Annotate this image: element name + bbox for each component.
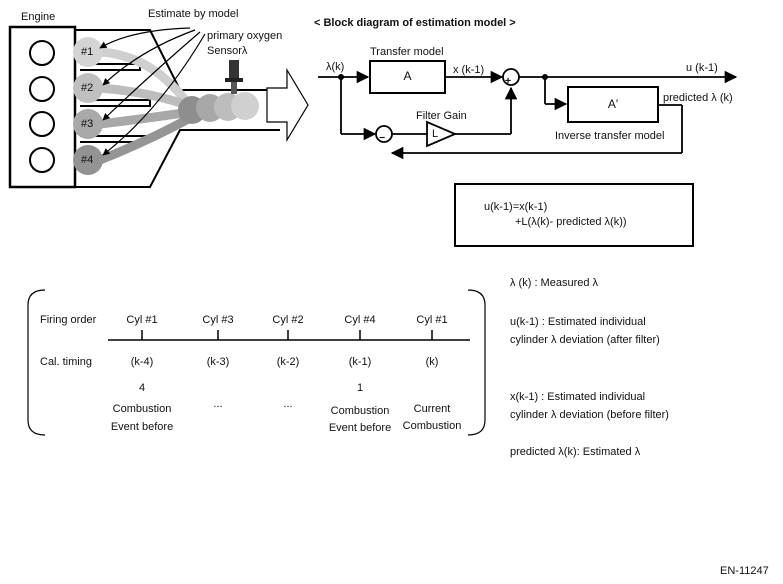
sensor-label-line1: primary oxygen (207, 30, 283, 42)
timing-axis (108, 330, 470, 341)
junction-dots (338, 74, 548, 80)
firing-cylinder-5: Cyl #1 (416, 314, 448, 326)
block-diagram-title: < Block diagram of estimation model > (314, 17, 516, 29)
equation-box (454, 183, 694, 247)
cylinder-label-1: #1 (81, 46, 94, 58)
cal-timing-4: (k-1) (348, 356, 372, 368)
equation-line2: +L(λ(k)- predicted λ(k)) (515, 216, 627, 228)
note-line2-k: Combustion (402, 420, 462, 432)
sensor-label-line2: Sensorλ (207, 45, 248, 57)
cylinder-label-3: #3 (81, 118, 94, 130)
x-signal-label: x (k-1) (453, 64, 485, 76)
estimate-arrows (99, 27, 206, 156)
figure-id: EN-11247 (720, 565, 769, 577)
equation-line1: u(k-1)=x(k-1) (484, 201, 548, 213)
firing-cylinder-4: Cyl #4 (344, 314, 376, 326)
cylinder-label-4: #4 (81, 154, 94, 166)
note-dots-k2: ... (283, 398, 293, 410)
sum-plus-sign: + (505, 75, 512, 87)
input-lambda-label: λ(k) (326, 61, 345, 73)
cylinder-gas-blobs (73, 37, 103, 175)
timing-brackets (27, 289, 486, 436)
cal-timing-1: (k-4) (130, 356, 154, 368)
firing-cylinder-3: Cyl #2 (272, 314, 304, 326)
note-line2-k4: Event before (110, 421, 174, 433)
oxygen-sensor (225, 60, 243, 94)
filter-gain-label: Filter Gain (416, 110, 467, 122)
note-line1-k4: Combustion (112, 403, 172, 415)
firing-order-label: Firing order (40, 314, 97, 326)
predicted-lambda-label: predicted λ (k) (663, 92, 733, 104)
transfer-model-label: Transfer model (370, 46, 444, 58)
engine-label: Engine (21, 11, 56, 23)
legend-u-line2: cylinder λ deviation (after filter) (510, 334, 660, 346)
cal-timing-5: (k) (425, 356, 439, 368)
inverse-block-label: A' (607, 97, 619, 111)
note-line1-k1: Combustion (330, 405, 390, 417)
difference-minus-sign: − (379, 132, 386, 144)
legend-measured: λ (k) : Measured λ (510, 277, 599, 289)
note-dots-k3: ... (213, 398, 223, 410)
legend-predicted: predicted λ(k): Estimated λ (510, 446, 641, 458)
note-line2-k1: Event before (328, 422, 392, 434)
filter-block-label: L (432, 128, 439, 140)
hollow-transition-arrow (266, 67, 309, 143)
transfer-block-label: A (403, 69, 412, 83)
exhaust-gas-bubbles (178, 92, 259, 124)
note-count-k4: 4 (138, 382, 146, 394)
output-u-label: u (k-1) (686, 62, 718, 74)
inverse-model-label: Inverse transfer model (555, 130, 665, 142)
cal-timing-label: Cal. timing (40, 356, 92, 368)
legend-u-line1: u(k-1) : Estimated individual (510, 316, 646, 328)
legend-x-line1: x(k-1) : Estimated individual (510, 391, 646, 403)
firing-cylinder-2: Cyl #3 (202, 314, 234, 326)
cylinder-label-2: #2 (81, 82, 94, 94)
note-line1-k: Current (413, 403, 451, 415)
firing-cylinder-1: Cyl #1 (126, 314, 158, 326)
cal-timing-3: (k-2) (276, 356, 300, 368)
engine-block (8, 25, 77, 189)
block-diagram-lines (318, 60, 738, 160)
note-count-k1: 1 (356, 382, 364, 394)
cal-timing-2: (k-3) (206, 356, 230, 368)
legend-x-line2: cylinder λ deviation (before filter) (510, 409, 669, 421)
estimate-by-model-label: Estimate by model (148, 8, 239, 20)
